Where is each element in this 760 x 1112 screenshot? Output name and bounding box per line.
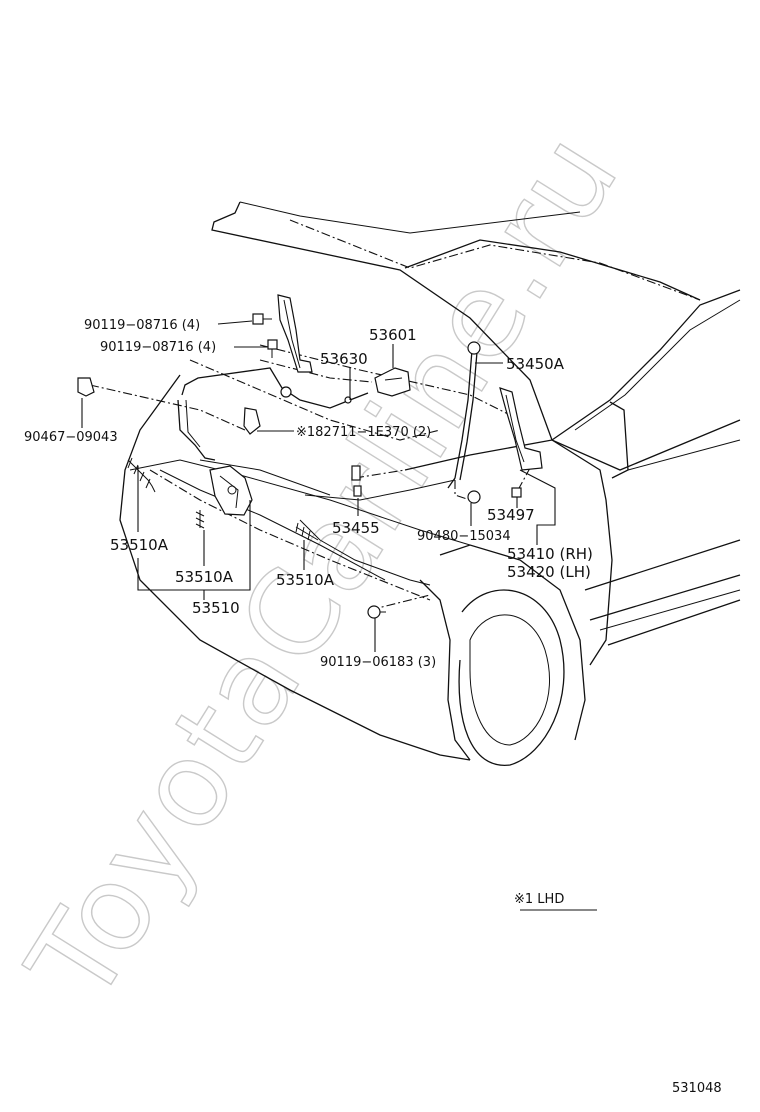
label-53510A-left[interactable]: 53510A bbox=[110, 536, 169, 554]
label-90119-08716-lower[interactable]: 90119−08716 (4) bbox=[100, 340, 216, 355]
grommet-90480-15034 bbox=[467, 490, 481, 504]
clamp-182711 bbox=[243, 407, 261, 435]
label-53497[interactable]: 53497 bbox=[487, 506, 535, 524]
bolt-90119-08716-upper bbox=[252, 313, 272, 325]
label-90467-09043[interactable]: 90467−09043 bbox=[24, 430, 118, 445]
label-53630[interactable]: 53630 bbox=[320, 350, 368, 368]
part-labels: 90119−08716 (4) 90119−08716 (4) 90467−09… bbox=[24, 318, 593, 670]
label-53420-lh[interactable]: 53420 (LH) bbox=[507, 563, 591, 581]
label-90119-06183[interactable]: 90119−06183 (3) bbox=[320, 655, 436, 670]
leader-lines bbox=[81, 320, 597, 911]
label-53455[interactable]: 53455 bbox=[332, 519, 380, 537]
label-53410-rh[interactable]: 53410 (RH) bbox=[507, 545, 593, 563]
label-53510A-right[interactable]: 53510A bbox=[276, 571, 335, 589]
bolt-90119-06183 bbox=[367, 605, 386, 619]
spring-53510A-mid bbox=[195, 510, 205, 529]
hood-hinge-right-53410 bbox=[499, 387, 543, 471]
hood-support-rod-53450A bbox=[447, 341, 481, 489]
hood-lock-53510 bbox=[209, 465, 253, 516]
hood-hinge-left bbox=[277, 294, 313, 373]
label-90480-15034[interactable]: 90480−15034 bbox=[417, 529, 511, 544]
release-lever-53601 bbox=[374, 367, 411, 397]
retainer-53455 bbox=[351, 465, 362, 497]
clip-90467-09043 bbox=[77, 377, 95, 397]
release-cable-53630 bbox=[177, 367, 369, 461]
cushion-53497 bbox=[511, 487, 522, 498]
label-182711-1E370[interactable]: ※182711−1E370 (2) bbox=[296, 425, 431, 440]
bolt-90119-08716-lower bbox=[267, 339, 278, 358]
car-body-outline bbox=[89, 201, 741, 766]
note-lhd: ※1 LHD bbox=[514, 892, 564, 907]
spring-53510A-right bbox=[295, 522, 319, 541]
label-53450A[interactable]: 53450A bbox=[506, 355, 565, 373]
diagram-code: 531048 bbox=[672, 1081, 722, 1096]
label-53510[interactable]: 53510 bbox=[192, 599, 240, 617]
label-90119-08716-upper[interactable]: 90119−08716 (4) bbox=[84, 318, 200, 333]
label-53601[interactable]: 53601 bbox=[369, 326, 417, 344]
spring-53510A-left bbox=[127, 457, 156, 493]
label-53510A-mid[interactable]: 53510A bbox=[175, 568, 234, 586]
